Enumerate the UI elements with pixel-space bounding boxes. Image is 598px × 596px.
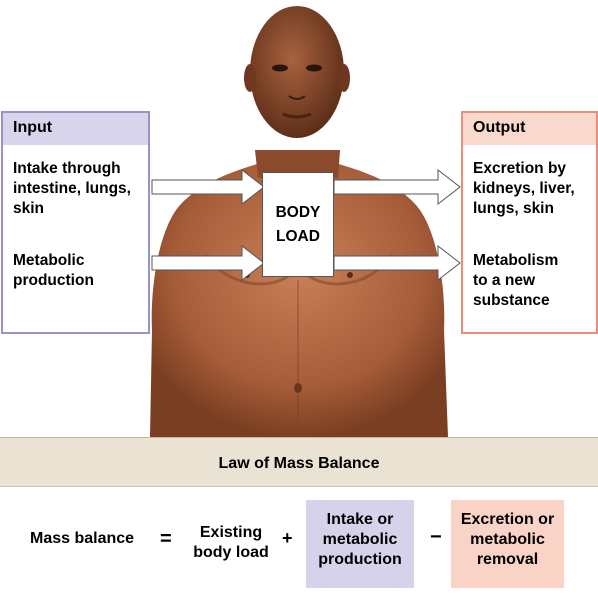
equals-sign: =: [160, 528, 172, 550]
arrow-excretion: [333, 168, 461, 206]
term-excretion: Excretion or metabolic removal: [451, 500, 564, 588]
output-title: Output: [463, 113, 596, 145]
term-intake: Intake or metabolic production: [306, 500, 414, 588]
input-box: Input Intake through intestine, lungs, s…: [1, 111, 150, 334]
minus-sign: −: [430, 526, 442, 548]
equation-lhs: Mass balance: [30, 530, 135, 547]
arrow-metabolic: [151, 244, 265, 282]
output-item-metabolism: Metabolism to a new substance: [473, 252, 559, 309]
head-figure: [244, 6, 350, 138]
output-item-excretion: Excretion by kidneys, liver, lungs, skin: [473, 160, 575, 217]
law-title: Law of Mass Balance: [0, 438, 598, 487]
arrow-metabolism: [333, 244, 461, 282]
plus-sign: +: [282, 528, 293, 548]
input-title: Input: [3, 113, 148, 145]
input-item-intake: Intake through intestine, lungs, skin: [13, 160, 131, 217]
term-existing-load: Existing body load: [193, 524, 269, 561]
output-box: Output Excretion by kidneys, liver, lung…: [461, 111, 598, 334]
arrow-intake: [151, 168, 265, 206]
input-item-metabolic: Metabolic production: [13, 252, 94, 289]
body-load-box: BODY LOAD: [262, 172, 334, 277]
